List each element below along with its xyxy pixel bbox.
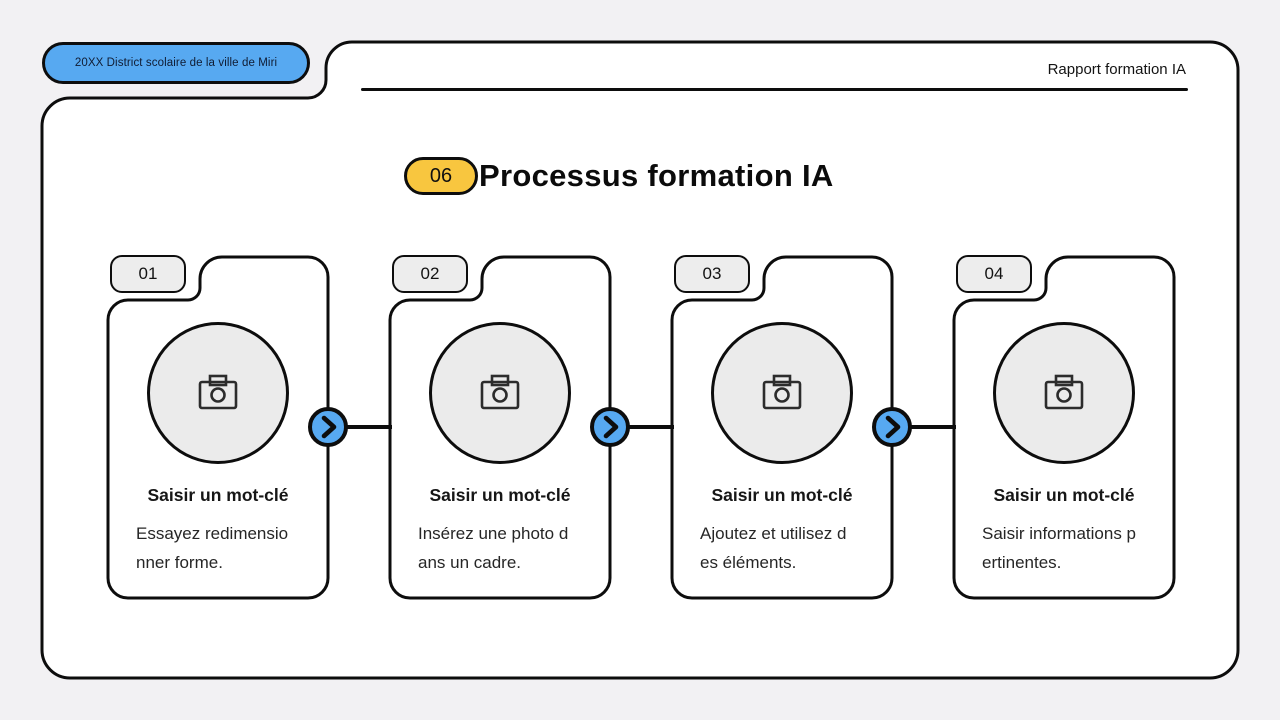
photo-placeholder: [993, 322, 1135, 464]
chevron-right-icon: [321, 415, 337, 439]
step-number: 02: [420, 264, 440, 283]
step-number-badge: 04: [956, 255, 1032, 293]
report-label: Rapport formation IA: [1047, 61, 1186, 78]
step-number: 03: [702, 264, 722, 283]
arrow-connector: [590, 407, 630, 447]
camera-icon: [1044, 374, 1084, 410]
connector-line: [892, 425, 956, 429]
step-description-line: nner forme.: [136, 553, 223, 572]
step-heading: Saisir un mot-clé: [711, 485, 853, 505]
step-number-badge: 03: [674, 255, 750, 293]
step-description: Ajoutez et utilisez d es éléments.: [700, 519, 875, 577]
photo-placeholder: [147, 322, 289, 464]
photo-placeholder: [429, 322, 571, 464]
step-description-line: ans un cadre.: [418, 553, 522, 572]
step-number: 04: [984, 264, 1004, 283]
step-number-badge: 02: [392, 255, 468, 293]
step-description-line: Essayez redimensio: [136, 524, 289, 543]
district-badge-label: 20XX District scolaire de la ville de Mi…: [74, 57, 278, 69]
step-card-03: 03 Saisir un mot-clé Ajoutez et utilisez…: [670, 255, 894, 600]
step-description: Insérez une photo d ans un cadre.: [418, 519, 593, 577]
connector-line: [328, 425, 392, 429]
photo-placeholder: [711, 322, 853, 464]
step-card-02: 02 Saisir un mot-clé Insérez une photo d…: [388, 255, 612, 600]
step-description-line: Saisir informations p: [982, 524, 1137, 543]
step-description: Saisir informations p ertinentes.: [982, 519, 1157, 577]
title-number-label: 06: [429, 164, 453, 187]
chevron-right-icon: [885, 415, 901, 439]
step-description-line: Insérez une photo d: [418, 524, 569, 543]
district-badge: 20XX District scolaire de la ville de Mi…: [42, 42, 310, 84]
step-number-badge: 01: [110, 255, 186, 293]
step-description-line: es éléments.: [700, 553, 797, 572]
step-heading: Saisir un mot-clé: [429, 485, 571, 505]
step-card-04: 04 Saisir un mot-clé Saisir informations…: [952, 255, 1176, 600]
camera-icon: [198, 374, 238, 410]
step-description: Essayez redimensio nner forme.: [136, 519, 311, 577]
arrow-connector: [872, 407, 912, 447]
title-number-badge: 06: [404, 157, 478, 195]
step-description-line: ertinentes.: [982, 553, 1062, 572]
step-number: 01: [138, 264, 158, 283]
step-card-01: 01 Saisir un mot-clé Essayez redimensio …: [106, 255, 330, 600]
arrow-connector: [308, 407, 348, 447]
slide-title-row: 06 Processus formation IA: [404, 157, 834, 195]
step-heading: Saisir un mot-clé: [147, 485, 289, 505]
slide-title: Processus formation IA: [479, 158, 834, 193]
step-description-line: Ajoutez et utilisez d: [700, 524, 847, 543]
chevron-right-icon: [603, 415, 619, 439]
header-underline: [361, 88, 1188, 91]
camera-icon: [762, 374, 802, 410]
camera-icon: [480, 374, 520, 410]
connector-line: [610, 425, 674, 429]
step-heading: Saisir un mot-clé: [993, 485, 1135, 505]
slide-frame: [40, 40, 1240, 680]
